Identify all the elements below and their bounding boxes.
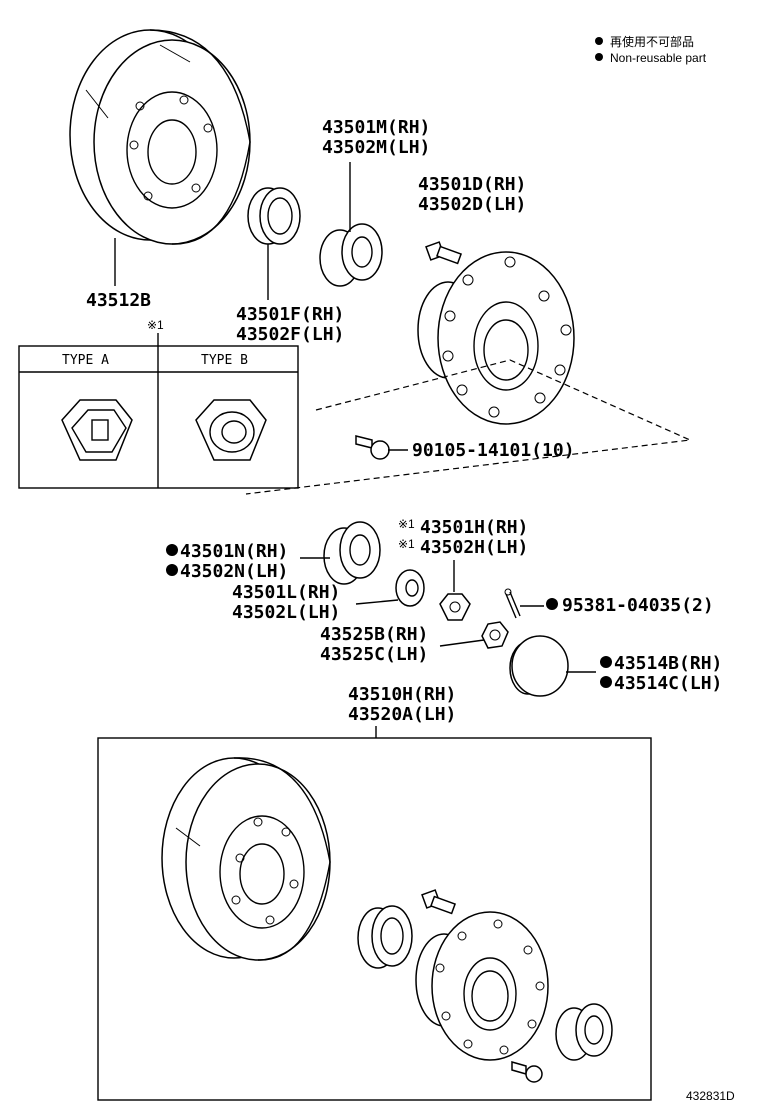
hub-bolt-assy-bottom xyxy=(511,1061,543,1083)
lock-cap-nut xyxy=(481,621,509,649)
label-nut-lh: 43502H(LH) xyxy=(420,537,528,558)
type-a-label: TYPE A xyxy=(62,353,109,368)
oil-seal-f xyxy=(247,187,301,245)
hub-bolt xyxy=(355,435,390,460)
ref-mark-nut: ※1 xyxy=(398,537,415,551)
legend-bullet xyxy=(595,53,603,61)
cotter-pin xyxy=(504,588,521,619)
ref-mark-box: ※1 xyxy=(147,318,164,332)
hub-bolt-assy xyxy=(421,889,457,915)
label-bearing-m-lh: 43502M(LH) xyxy=(322,137,430,158)
hex-nut xyxy=(195,399,267,461)
label-lock-rh: 43525B(RH) xyxy=(320,624,428,645)
brake-drum-assy xyxy=(161,757,331,961)
label-hub-rh: 43501D(RH) xyxy=(418,174,526,195)
label-washer-rh: 43501L(RH) xyxy=(232,582,340,603)
axle-hub xyxy=(417,251,575,425)
label-cap-rh: 43514B(RH) xyxy=(614,653,722,674)
label-hub-bolt: 90105-14101(10) xyxy=(412,440,575,461)
castle-nut xyxy=(61,399,133,461)
assembly-box xyxy=(97,737,652,1101)
oil-seal-assy xyxy=(357,905,413,969)
label-cotter-pin: 95381-04035(2) xyxy=(562,595,714,616)
type-b-label: TYPE B xyxy=(201,353,248,368)
legend-jp: 再使用不可部品 xyxy=(610,34,694,49)
non-reusable-dot xyxy=(166,544,178,556)
diagram-id: 432831D xyxy=(686,1089,735,1103)
label-nut-rh: 43501H(RH) xyxy=(420,517,528,538)
label-bearing-n-rh: 43501N(RH) xyxy=(180,541,288,562)
label-bearing-m-rh: 43501M(RH) xyxy=(322,117,430,138)
legend-en: Non-reusable part xyxy=(610,51,707,65)
label-assy-rh: 43510H(RH) xyxy=(348,684,456,705)
nut-h xyxy=(439,593,471,621)
label-seal-rh: 43501F(RH) xyxy=(236,304,344,325)
non-reusable-dot xyxy=(600,656,612,668)
axle-hub-assy xyxy=(415,911,549,1061)
non-reusable-dot xyxy=(166,564,178,576)
label-washer-lh: 43502L(LH) xyxy=(232,602,340,623)
label-cap-lh: 43514C(LH) xyxy=(614,673,722,694)
type-box: TYPE A TYPE B xyxy=(18,345,299,489)
label-assy-lh: 43520A(LH) xyxy=(348,704,456,725)
washer xyxy=(395,569,425,607)
bearing-n xyxy=(323,521,381,585)
legend-bullet xyxy=(595,37,603,45)
label-drum-43512b: 43512B xyxy=(86,290,151,311)
label-hub-lh: 43502D(LH) xyxy=(418,194,526,215)
non-reusable-dot xyxy=(600,676,612,688)
label-bearing-n-lh: 43502N(LH) xyxy=(180,561,288,582)
hub-bolt-small xyxy=(425,241,463,265)
label-lock-lh: 43525C(LH) xyxy=(320,644,428,665)
hub-cap xyxy=(509,635,569,697)
bearing-assy xyxy=(555,1003,613,1061)
ref-mark-nut: ※1 xyxy=(398,517,415,531)
bearing-m xyxy=(319,223,383,287)
legend: 再使用不可部品 Non-reusable part xyxy=(595,34,707,65)
non-reusable-dot xyxy=(546,598,558,610)
brake-drum-top xyxy=(69,29,251,245)
label-seal-lh: 43502F(LH) xyxy=(236,324,344,345)
